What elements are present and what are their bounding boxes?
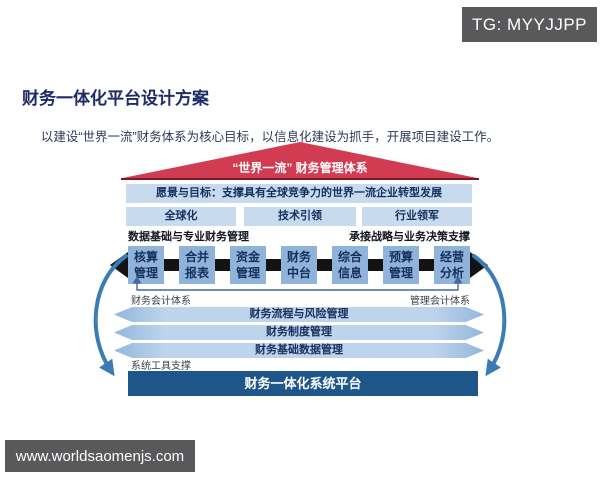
flow-arrow-left-icon [110,252,128,278]
vision-goal-bar: 愿景与目标：支撑具有全球竞争力的世界一流企业转型发展 [126,184,472,203]
module-connector [317,259,332,271]
tg-watermark-badge: TG: MYYJJPP [462,7,597,42]
process-bar-policy-management: 财务制度管理 [114,325,484,340]
system-tools-label: 系统工具支撑 [131,361,191,372]
module-budget: 预算管理 [383,246,419,284]
flow-arrow-right-icon [470,252,488,278]
page-subtitle: 以建设“世界一流”财务体系为核心目标，以信息化建设为抓手，开展项目建设工作。 [40,130,500,144]
roof-label: “世界一流” 财务管理体系 [232,161,368,175]
module-accounting: 核算管理 [128,246,164,284]
financial-accounting-system-label: 财务会计体系 [131,296,191,307]
module-operation-analysis: 经营分析 [434,246,470,284]
module-connector [368,259,383,271]
module-connector [419,259,434,271]
roof-base-line [121,178,479,180]
module-finance-middle-platform: 财务中台 [281,246,317,284]
platform-bar: 财务一体化系统平台 [128,371,478,396]
module-consolidated-reports: 合并报表 [179,246,215,284]
roof-triangle-shape [123,142,477,178]
url-watermark: www.worldsaomenjs.com [5,440,195,472]
module-connector [215,259,230,271]
pillar-industry-leader: 行业领军 [362,207,472,226]
module-treasury: 资金管理 [230,246,266,284]
management-accounting-system-label: 管理会计体系 [410,296,470,307]
process-bar-risk-management: 财务流程与风险管理 [114,307,484,322]
right-section-label: 承接战略与业务决策支撑 [349,231,470,243]
module-connector [266,259,281,271]
page-title: 财务一体化平台设计方案 [22,89,209,108]
module-comprehensive-info: 综合信息 [332,246,368,284]
pillar-globalization: 全球化 [126,207,236,226]
process-bar-master-data-management: 财务基础数据管理 [114,343,484,358]
left-section-label: 数据基础与专业财务管理 [128,231,249,243]
pillar-technology: 技术引领 [244,207,356,226]
module-connector [164,259,179,271]
